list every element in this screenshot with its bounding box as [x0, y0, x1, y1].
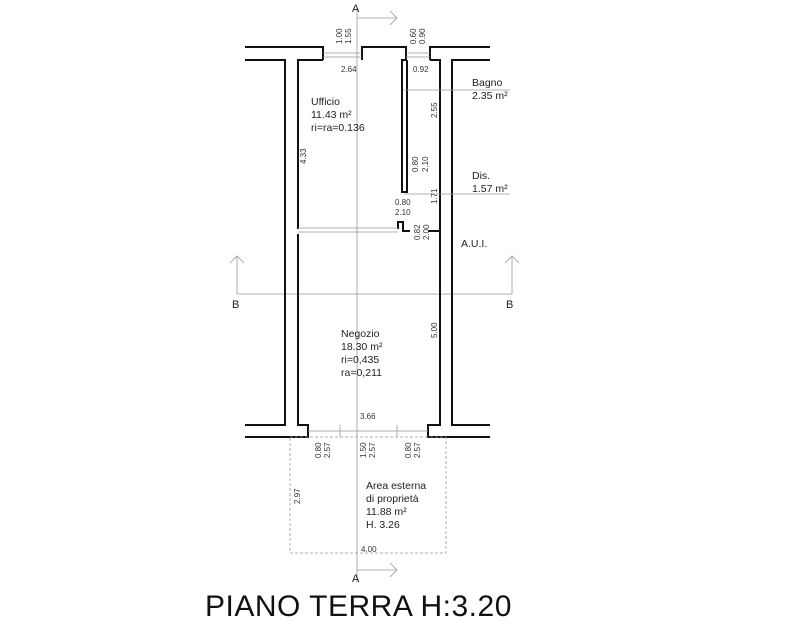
dim-front2-h: 2.57: [368, 442, 377, 458]
dim-door-bagno-w: 0.80: [411, 156, 420, 172]
dim-win1-len: 2.64: [341, 65, 357, 74]
room-esterna-height: H. 3.26: [366, 519, 400, 531]
dim-door-aui-w: 0.82: [413, 224, 422, 240]
section-line-b: [229, 255, 520, 295]
section-b-right-label: B: [506, 299, 513, 311]
section-b-left-label: B: [232, 299, 239, 311]
room-negozio-area: 18.30 m²: [341, 341, 383, 353]
room-aui-name: A.U.I.: [461, 238, 487, 250]
room-esterna-line1: Area esterna: [366, 480, 426, 492]
dim-front1-w: 0.80: [314, 442, 323, 458]
dim-win2-w: 0.60: [409, 28, 418, 44]
room-negozio-name: Negozio: [341, 328, 380, 340]
dim-front3-h: 2.57: [413, 442, 422, 458]
external-area-outline: [289, 436, 447, 554]
dim-negozio-len: 5.00: [430, 322, 439, 338]
dim-door-dis-w: 0.80: [395, 198, 411, 207]
dim-front1-h: 2.57: [323, 442, 332, 458]
dim-door-bagno-h: 2.10: [421, 156, 430, 172]
dim-front3-w: 0.80: [404, 442, 413, 458]
dim-ext-len: 2.97: [293, 488, 302, 504]
section-line-a: [356, 8, 398, 583]
room-esterna-line2: di proprietà: [366, 493, 419, 505]
dim-win2-len: 0.92: [413, 65, 429, 74]
room-ufficio-ratio: ri=ra=0.136: [311, 122, 365, 134]
room-ufficio-name: Ufficio: [311, 96, 340, 108]
dim-win2-h: 0.90: [418, 28, 427, 44]
dim-ext-w: 4.00: [361, 545, 377, 554]
room-ufficio-area: 11.43 m²: [311, 109, 352, 121]
windows-doors: [298, 52, 510, 437]
room-bagno-area: 2.35 m²: [472, 90, 508, 102]
section-a-bottom-label: A: [352, 573, 360, 585]
room-negozio-ra: ra=0,211: [341, 367, 382, 379]
dim-bagno-len: 2.55: [430, 102, 439, 118]
dim-win1-h: 1.55: [344, 28, 353, 44]
room-esterna-area: 11.88 m²: [366, 506, 407, 518]
dim-ufficio-len: 4.33: [299, 148, 308, 164]
walls: [245, 46, 490, 438]
dim-dis-len: 1.71: [430, 188, 439, 204]
dim-front-len: 3.66: [360, 412, 376, 421]
vertical-dimensions: 1.00 1.55 0.60 0.90 2.55 0.80 2.10 1.71 …: [293, 28, 439, 504]
dim-door-aui-h: 2.00: [422, 224, 431, 240]
room-bagno-name: Bagno: [472, 77, 503, 89]
dim-win1-w: 1.00: [335, 28, 344, 44]
room-dis-area: 1.57 m²: [472, 183, 508, 195]
dim-door-dis-h: 2.10: [395, 208, 411, 217]
plan-title: PIANO TERRA H:3.20: [205, 590, 512, 623]
dim-front2-w: 1.50: [359, 442, 368, 458]
room-negozio-ri: ri=0,435: [341, 354, 379, 366]
room-dis-name: Dis.: [472, 170, 490, 182]
section-a-top-label: A: [352, 3, 360, 15]
